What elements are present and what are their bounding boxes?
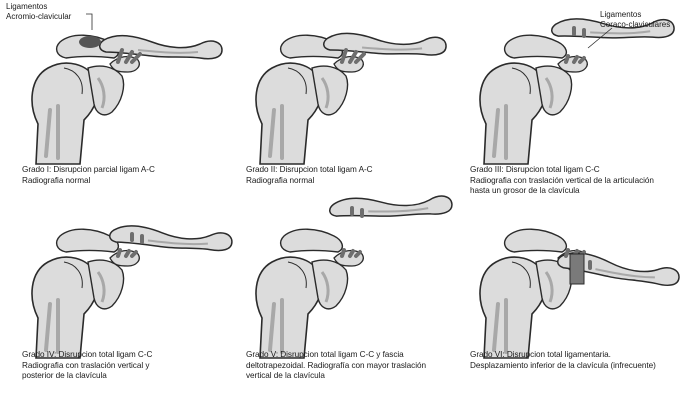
acromion xyxy=(281,229,343,252)
humerus xyxy=(256,63,322,164)
caption-line: Radiografia con traslación vertical de l… xyxy=(470,176,654,187)
caption-line: Grado V: Disrupcion total ligam C-C y fa… xyxy=(246,350,426,361)
caption-grade-vi: Grado VI: Disrupcion total ligamentaria.… xyxy=(470,350,656,371)
leader-lines xyxy=(0,0,684,60)
caption-line: Radiografia normal xyxy=(246,176,373,187)
humerus xyxy=(480,257,546,358)
shoulder-illustration xyxy=(466,200,676,360)
caption-grade-v: Grado V: Disrupcion total ligam C-C y fa… xyxy=(246,350,426,382)
shoulder-illustration xyxy=(18,200,228,360)
humerus xyxy=(32,63,98,164)
humerus xyxy=(32,257,98,358)
caption-line: vertical de la clavícula xyxy=(246,371,426,382)
humerus xyxy=(480,63,546,164)
panel-grade-v: Grado V: Disrupcion total ligam C-C y fa… xyxy=(242,200,470,395)
caption-line: Grado I: Disrupcion parcial ligam A-C xyxy=(22,165,155,176)
acromion xyxy=(57,229,119,252)
caption-line: Radiografia normal xyxy=(22,176,155,187)
caption-line: Grado VI: Disrupcion total ligamentaria. xyxy=(470,350,656,361)
caption-line: Radiografia con traslación vertical y xyxy=(22,361,152,372)
caption-line: deltotrapezoidal. Radiografía con mayor … xyxy=(246,361,426,372)
caption-line: Grado II: Disrupcion total ligam A-C xyxy=(246,165,373,176)
clavicle xyxy=(110,225,233,250)
caption-line: posterior de la clavícula xyxy=(22,371,152,382)
shoulder-illustration xyxy=(242,200,452,360)
caption-line: hasta un grosor de la clavícula xyxy=(470,186,654,197)
panel-grade-vi: Grado VI: Disrupcion total ligamentaria.… xyxy=(466,200,684,395)
caption-line: Grado IV: Disrupcion total ligam C-C xyxy=(22,350,152,361)
caption-line: Grado III: Disrupcion total ligam C-C xyxy=(470,165,654,176)
acromion xyxy=(505,229,567,252)
caption-line: Desplazamiento inferior de la clavícula … xyxy=(470,361,656,372)
humerus xyxy=(256,257,322,358)
